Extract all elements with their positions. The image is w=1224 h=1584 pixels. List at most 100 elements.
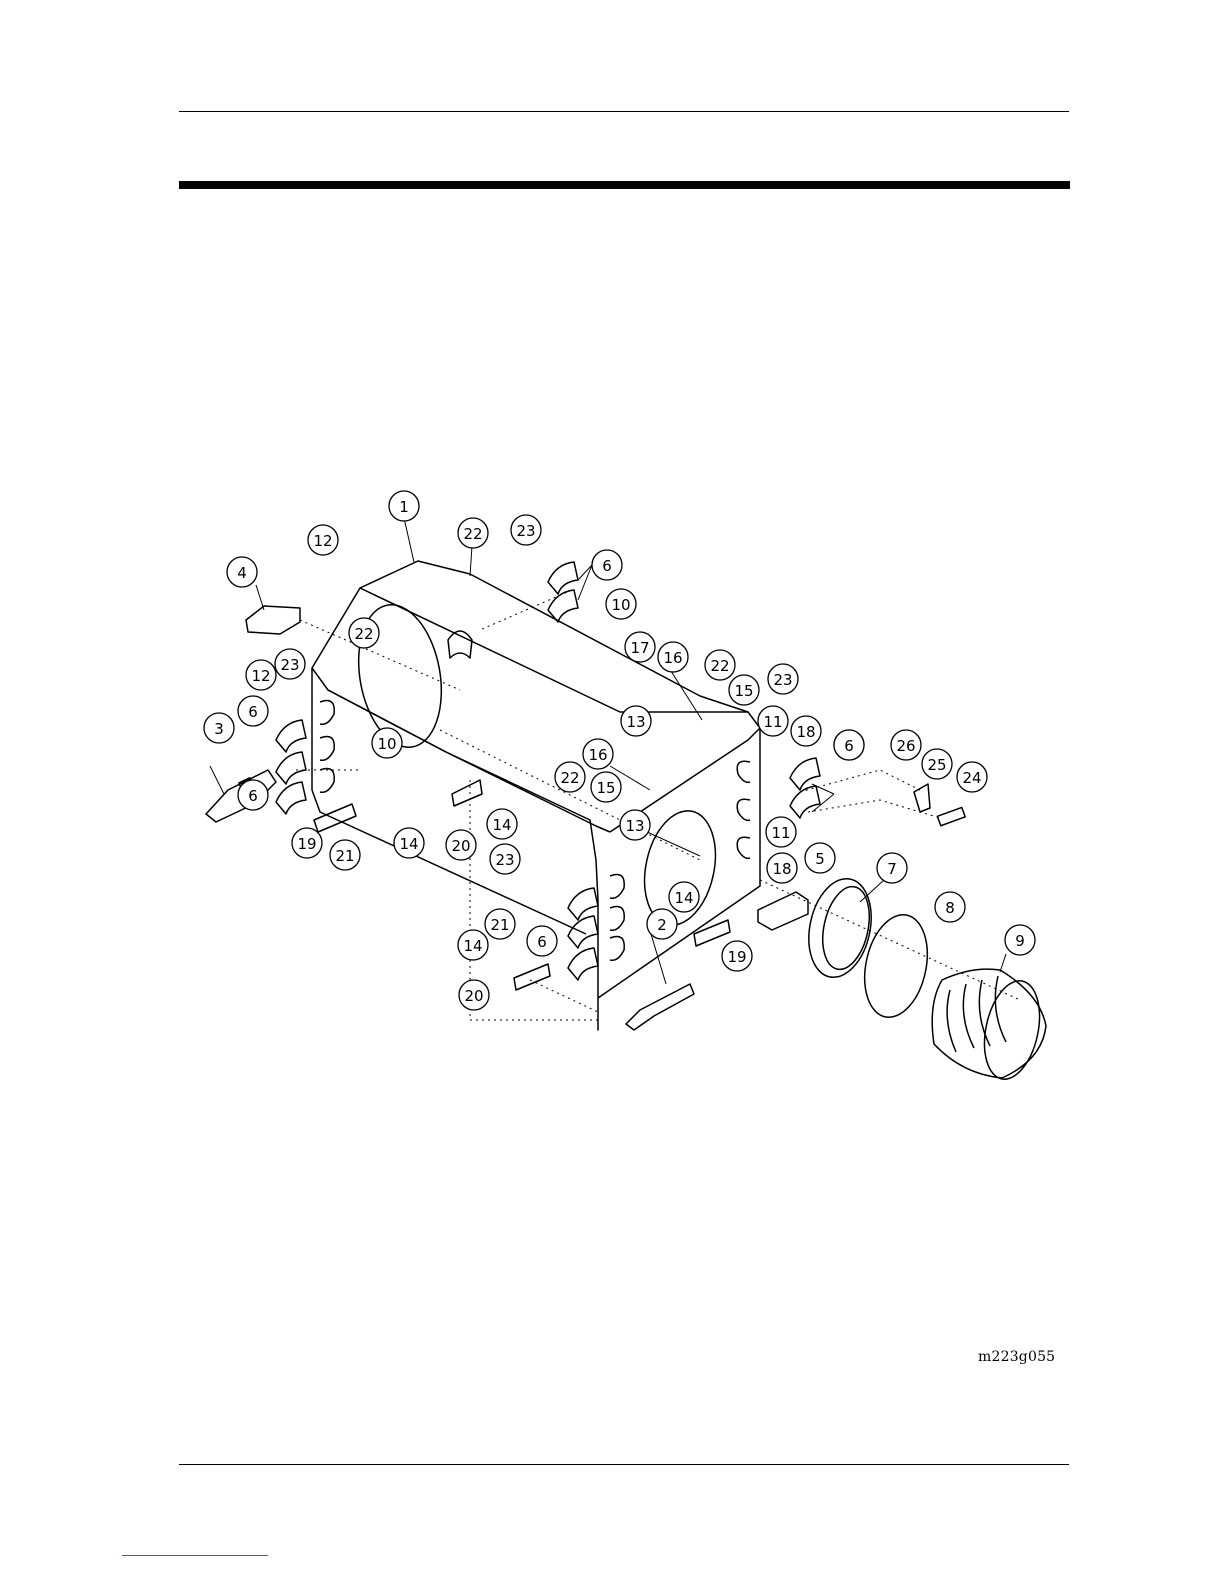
svg-text:6: 6 xyxy=(248,787,258,805)
callout-20: 20 xyxy=(459,980,489,1010)
callout-21: 21 xyxy=(485,909,515,939)
svg-text:21: 21 xyxy=(335,847,354,865)
svg-text:8: 8 xyxy=(945,899,955,917)
figure-id: m223g055 xyxy=(978,1349,1055,1365)
callout-21: 21 xyxy=(330,840,360,870)
svg-text:23: 23 xyxy=(495,851,514,869)
svg-text:13: 13 xyxy=(625,817,644,835)
part-26 xyxy=(914,784,930,812)
plate-20-lower xyxy=(514,964,550,990)
svg-text:2: 2 xyxy=(657,916,667,934)
svg-text:12: 12 xyxy=(251,667,270,685)
callout-19: 19 xyxy=(722,941,752,971)
svg-text:14: 14 xyxy=(492,816,511,834)
callout-18: 18 xyxy=(791,716,821,746)
callout-16: 16 xyxy=(658,642,688,672)
svg-text:19: 19 xyxy=(297,835,316,853)
clip-left-1 xyxy=(276,720,306,752)
callout-25: 25 xyxy=(922,749,952,779)
svg-text:23: 23 xyxy=(773,671,792,689)
callout-14: 14 xyxy=(487,809,517,839)
link-underline xyxy=(122,1555,268,1556)
svg-text:10: 10 xyxy=(611,596,630,614)
part-5 xyxy=(758,892,808,930)
callout-9: 9 xyxy=(1005,925,1035,955)
svg-text:6: 6 xyxy=(537,933,547,951)
svg-text:14: 14 xyxy=(463,937,482,955)
svg-text:12: 12 xyxy=(313,532,332,550)
callout-22: 22 xyxy=(349,618,379,648)
svg-text:23: 23 xyxy=(280,656,299,674)
svg-text:22: 22 xyxy=(463,525,482,543)
svg-text:18: 18 xyxy=(796,723,815,741)
callout-6: 6 xyxy=(834,730,864,760)
svg-text:15: 15 xyxy=(596,779,615,797)
callout-6: 6 xyxy=(592,550,622,580)
part-2 xyxy=(626,984,694,1030)
plate-19-right xyxy=(694,920,730,946)
svg-text:17: 17 xyxy=(630,639,649,657)
callout-22: 22 xyxy=(458,518,488,548)
callout-8: 8 xyxy=(935,892,965,922)
callout-6: 6 xyxy=(527,926,557,956)
part-24 xyxy=(937,807,965,825)
clip-left-2 xyxy=(276,752,306,784)
callout-14: 14 xyxy=(394,828,424,858)
callout-23: 23 xyxy=(768,664,798,694)
svg-text:14: 14 xyxy=(674,889,693,907)
callout-2: 2 xyxy=(647,909,677,939)
callout-3: 3 xyxy=(204,713,234,743)
callout-14: 14 xyxy=(669,882,699,912)
callout-10: 10 xyxy=(606,589,636,619)
callout-24: 24 xyxy=(957,762,987,792)
part-4 xyxy=(246,606,300,634)
plate-19-left xyxy=(314,804,356,832)
svg-text:16: 16 xyxy=(663,649,682,667)
callout-15: 15 xyxy=(591,772,621,802)
svg-text:20: 20 xyxy=(464,987,483,1005)
callout-11: 11 xyxy=(766,817,796,847)
part-8-gasket xyxy=(856,909,936,1023)
callout-19: 19 xyxy=(292,828,322,858)
svg-text:25: 25 xyxy=(927,756,946,774)
callout-20: 20 xyxy=(446,830,476,860)
svg-text:3: 3 xyxy=(214,720,224,738)
svg-text:22: 22 xyxy=(710,657,729,675)
svg-text:14: 14 xyxy=(399,835,418,853)
svg-text:10: 10 xyxy=(377,735,396,753)
svg-text:6: 6 xyxy=(602,557,612,575)
callout-11: 11 xyxy=(758,706,788,736)
callout-14: 14 xyxy=(458,930,488,960)
callout-15: 15 xyxy=(729,675,759,705)
svg-text:6: 6 xyxy=(844,737,854,755)
svg-text:11: 11 xyxy=(771,824,790,842)
callout-22: 22 xyxy=(705,650,735,680)
svg-text:7: 7 xyxy=(887,860,897,878)
callout-6: 6 xyxy=(238,780,268,810)
callout-23: 23 xyxy=(511,515,541,545)
callout-18: 18 xyxy=(767,853,797,883)
svg-text:15: 15 xyxy=(734,682,753,700)
callout-1: 1 xyxy=(389,491,419,521)
clip-left-3 xyxy=(276,782,306,814)
svg-text:13: 13 xyxy=(626,713,645,731)
svg-text:26: 26 xyxy=(896,737,915,755)
callout-7: 7 xyxy=(877,853,907,883)
callout-17: 17 xyxy=(625,632,655,662)
plate-20-center xyxy=(452,780,482,806)
clip-lower-1 xyxy=(568,888,598,920)
svg-text:21: 21 xyxy=(490,916,509,934)
svg-text:5: 5 xyxy=(815,850,825,868)
svg-text:23: 23 xyxy=(516,522,535,540)
callout-13: 13 xyxy=(621,706,651,736)
callout-12: 12 xyxy=(308,525,338,555)
callout-labels: 1122223610422122317162215236310131118626… xyxy=(204,491,1035,1010)
svg-text:19: 19 xyxy=(727,948,746,966)
svg-text:6: 6 xyxy=(248,703,258,721)
svg-text:18: 18 xyxy=(772,860,791,878)
svg-text:16: 16 xyxy=(588,746,607,764)
callout-13: 13 xyxy=(620,810,650,840)
svg-text:24: 24 xyxy=(962,769,981,787)
callout-22: 22 xyxy=(555,762,585,792)
